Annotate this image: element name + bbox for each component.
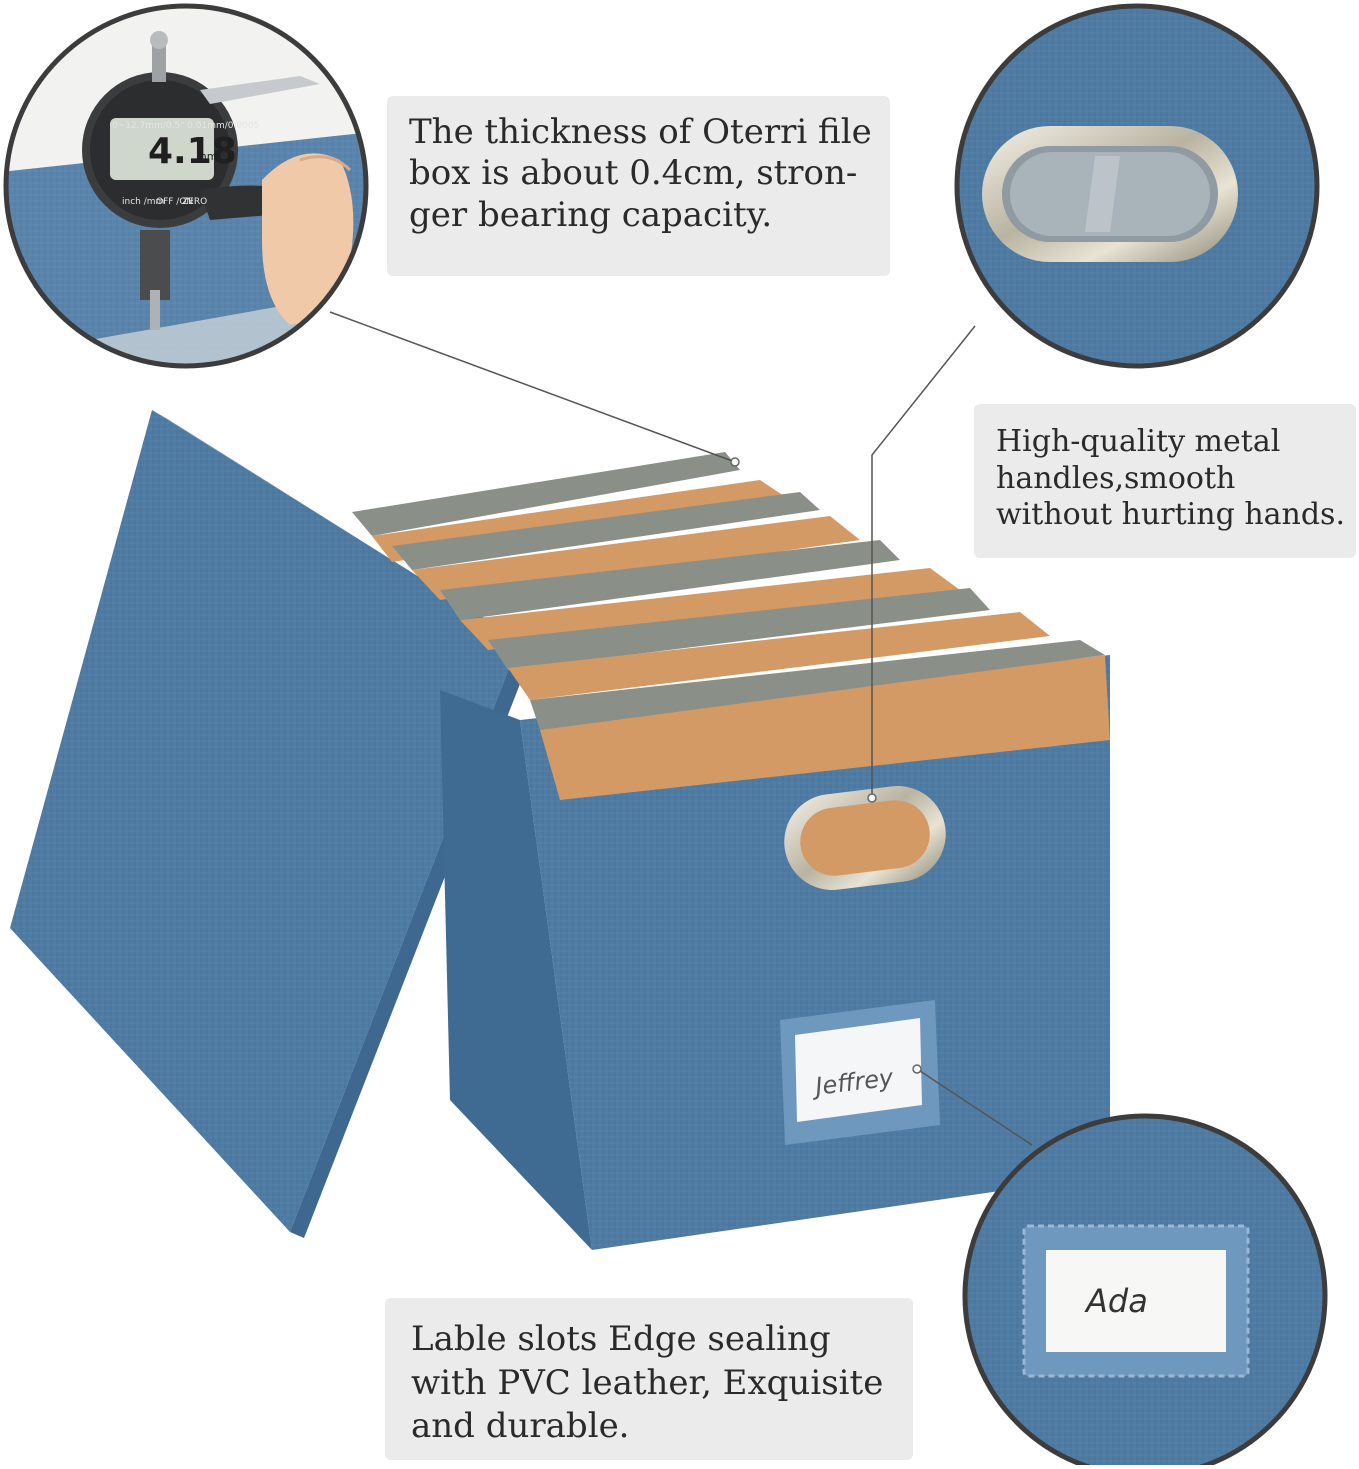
callout-label: Lable slots Edge sealing with PVC leathe… — [385, 1298, 913, 1460]
leader-line-label — [916, 1068, 1033, 1146]
callout-handles: High-quality metal handles,smooth withou… — [974, 404, 1356, 558]
leader-lines — [329, 311, 1033, 1146]
gauge-button-off: OFF /ON — [156, 197, 193, 207]
leader-line-thickness — [329, 311, 736, 463]
callout-thickness-line-1: The thickness of Oterri file — [409, 112, 872, 152]
callout-label-line-3: and durable. — [411, 1406, 630, 1447]
label-detail-circle: Ada — [962, 1113, 1328, 1469]
callout-label-line-2: with PVC leather, Exquisite — [411, 1362, 884, 1403]
hanging-folders — [352, 452, 1110, 800]
callout-handles-line-2: handles,smooth — [996, 460, 1236, 496]
gauge-readout: 4.18 mm 0~12.7mm/0.5" 0.01mm/0.0005 inch… — [112, 121, 259, 207]
callout-thickness: The thickness of Oterri file box is abou… — [387, 96, 890, 276]
gauge-spec: 0~12.7mm/0.5" 0.01mm/0.0005 — [112, 121, 259, 131]
leader-dot-handle — [867, 793, 877, 803]
gauge-reading: 4.18 — [148, 131, 237, 172]
file-box: Jeffrey — [352, 452, 1110, 1250]
gauge-button-zero: ZERO — [182, 197, 207, 207]
callout-thickness-line-3: ger bearing capacity. — [409, 194, 773, 235]
gauge-button-inch: inch /mm — [122, 197, 164, 207]
leader-line-handle — [871, 325, 976, 795]
box-handle — [784, 785, 946, 891]
callout-label-line-1: Lable slots Edge sealing — [411, 1319, 831, 1359]
leader-dot-label — [912, 1064, 922, 1074]
callout-thickness-line-2: box is about 0.4cm, stron- — [409, 153, 858, 194]
callout-handles-line-3: without hurting hands. — [996, 497, 1345, 533]
gauge-unit: mm — [196, 150, 217, 163]
detail-label-text: Ada — [1084, 1282, 1148, 1320]
handle-detail-circle — [954, 3, 1320, 369]
box-label-slot: Jeffrey — [780, 1000, 940, 1145]
gauge-detail-circle — [3, 3, 369, 369]
leader-dot-thickness — [730, 457, 740, 467]
callout-handles-line-1: High-quality metal — [996, 424, 1281, 459]
